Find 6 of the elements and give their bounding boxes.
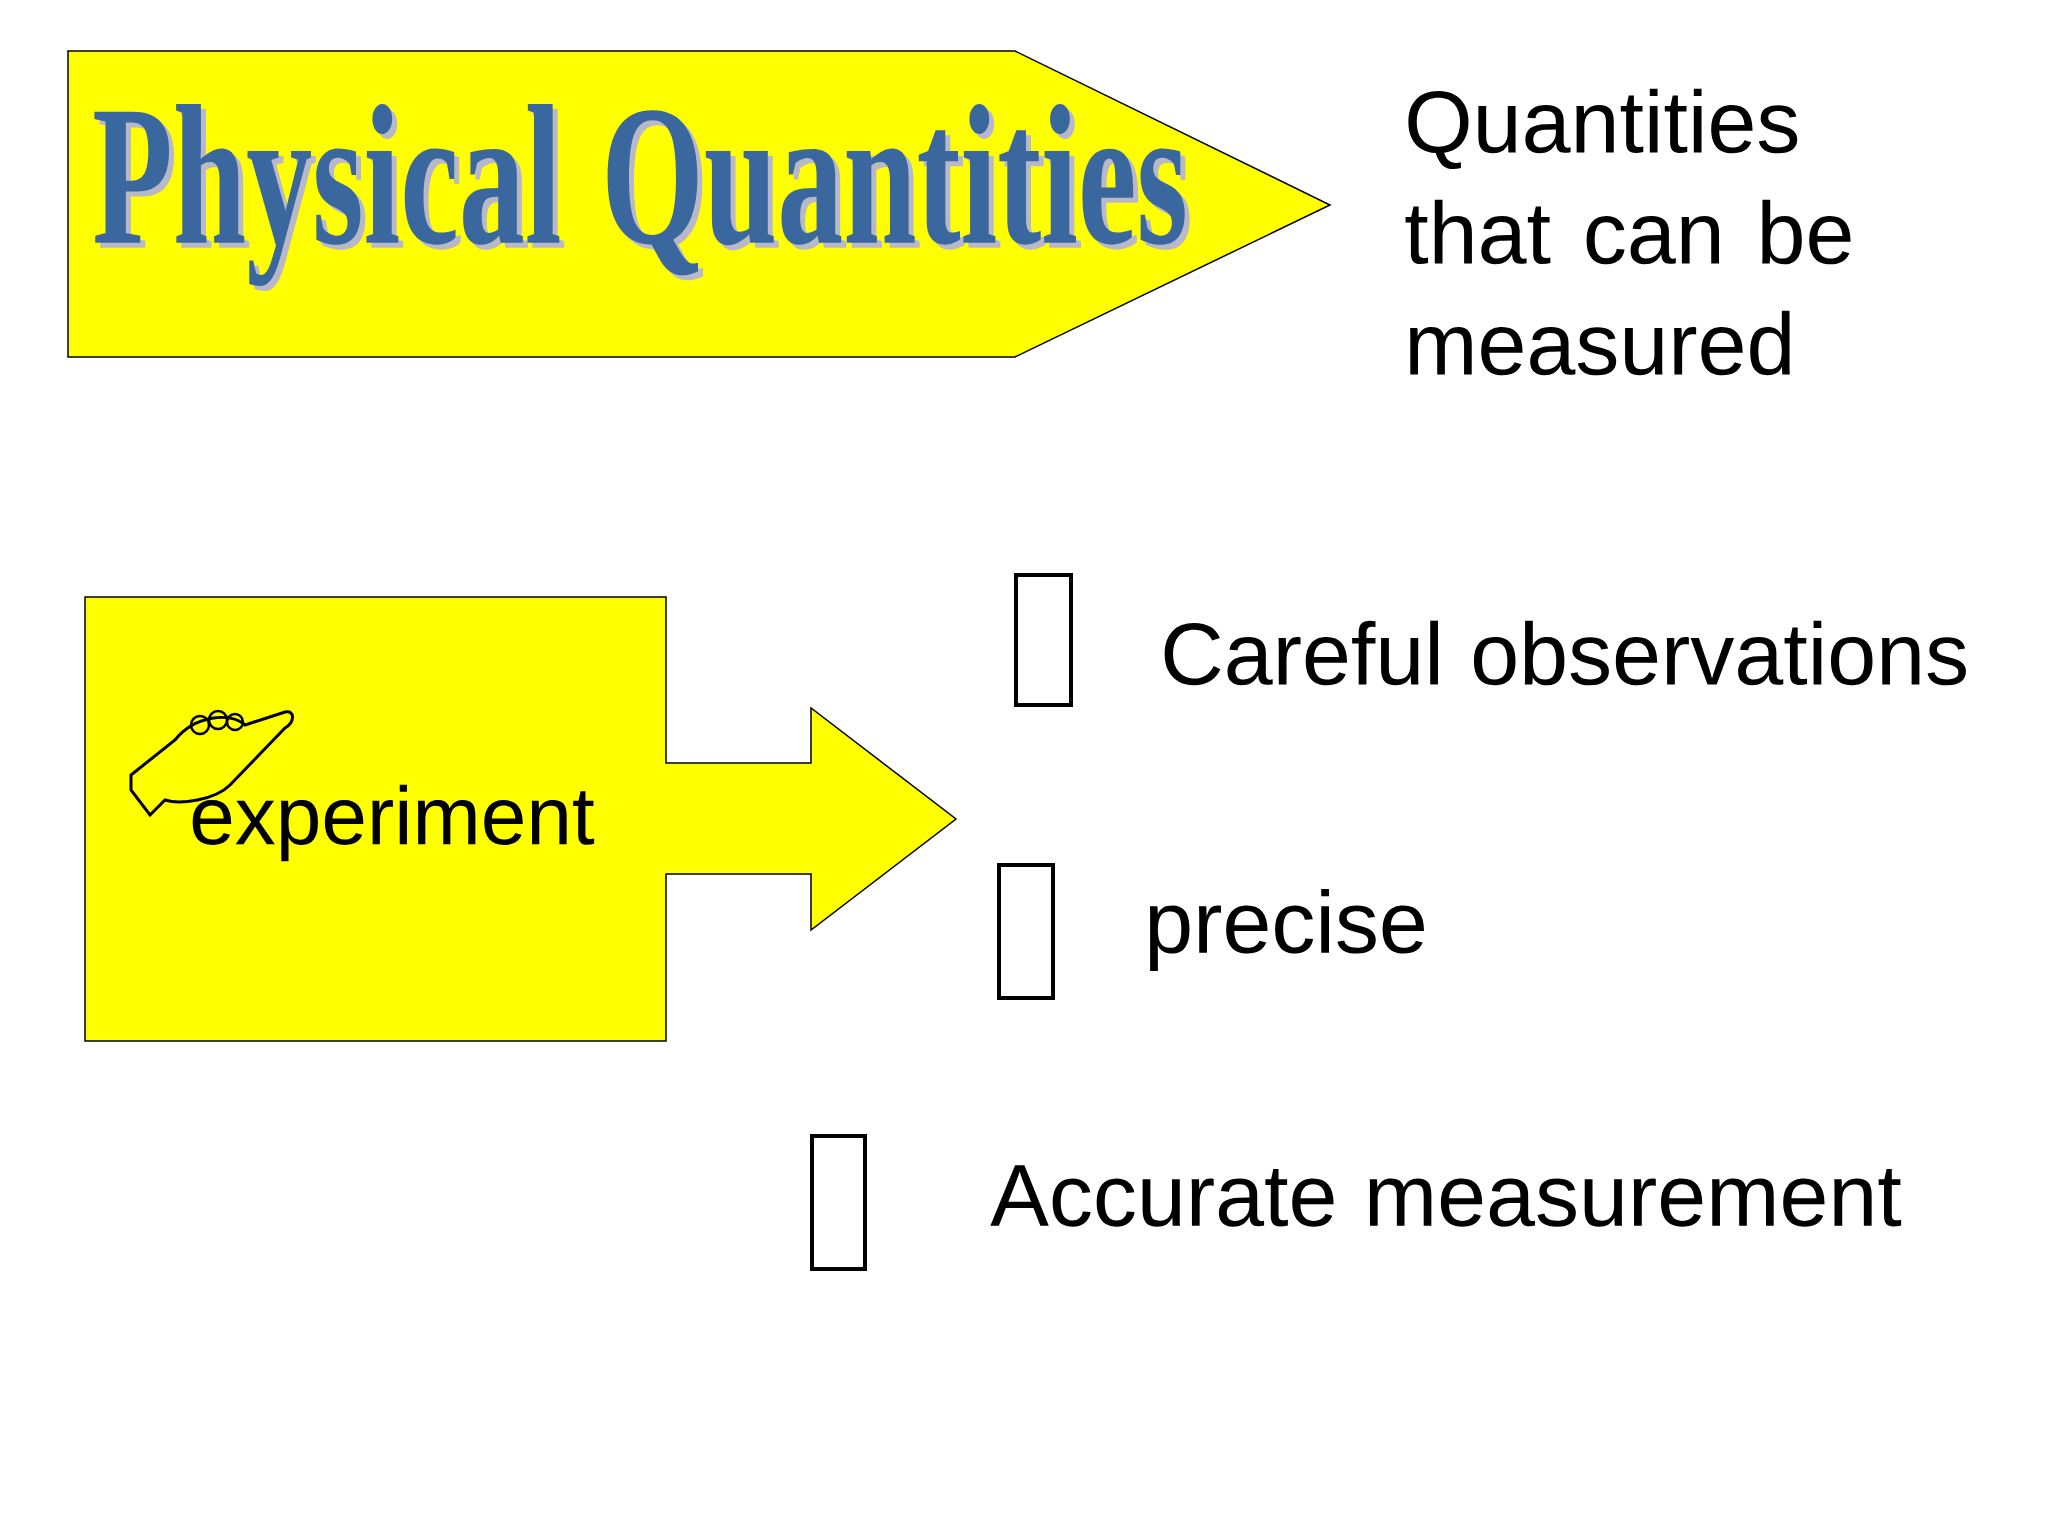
bullet-box [997, 863, 1055, 1000]
bullet-text: precise [1149, 888, 1424, 971]
bullet-box [810, 1134, 867, 1271]
bullet-text: Careful observations [1164, 620, 1966, 686]
bullet-text: Accurate measurement [990, 1165, 1902, 1227]
bullet-box [1014, 573, 1073, 707]
